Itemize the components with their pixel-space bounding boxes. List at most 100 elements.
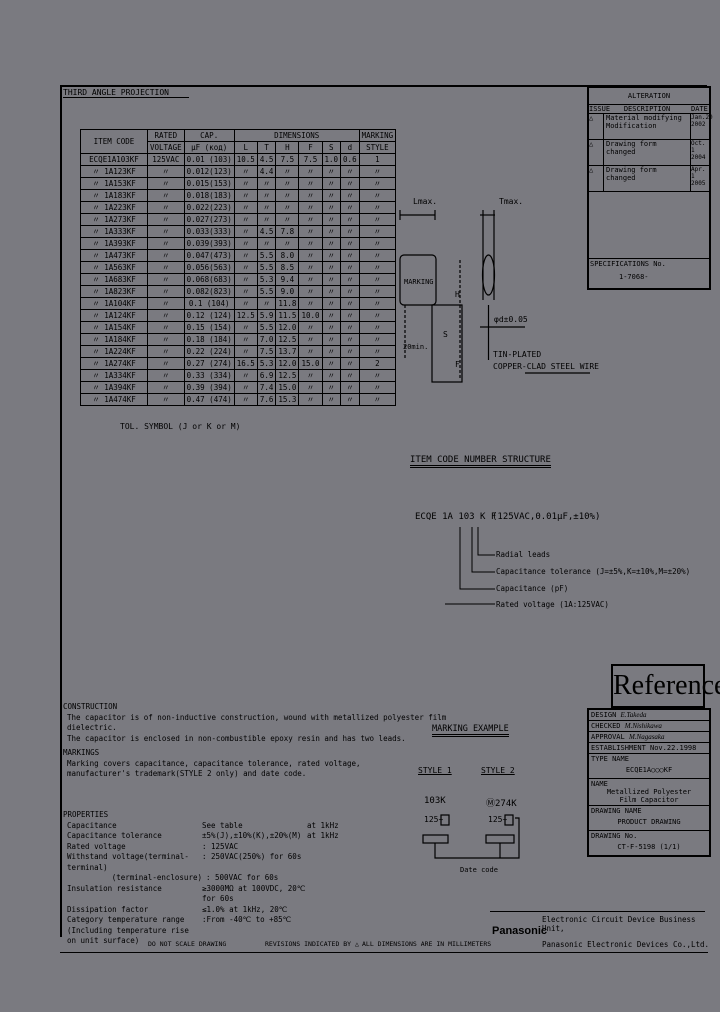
legend-tolerance: Capacitance tolerance (J=±5%,K=±10%,M=±2… xyxy=(496,567,691,576)
construction-line: The capacitor is of non-inductive constr… xyxy=(67,712,447,722)
table-cell: 〃 xyxy=(233,165,258,178)
table-cell: 〃 xyxy=(147,225,185,238)
style-1-label: STYLE 1 xyxy=(418,766,452,775)
table-cell: 〃 xyxy=(340,381,360,394)
table-cell: 〃 xyxy=(321,249,342,262)
table-cell: 〃 1A104KF xyxy=(80,297,148,310)
table-cell: 〃 xyxy=(340,261,360,274)
property-name: Capacitance tolerance xyxy=(67,831,162,840)
table-cell: 〃 xyxy=(256,189,277,202)
alteration-desc-2: Modification xyxy=(606,122,657,130)
table-cell: 〃 xyxy=(233,201,258,214)
property-name: Category temperature range xyxy=(67,915,185,924)
table-cell: 0.022(223) xyxy=(183,201,235,214)
table-cell: 〃 xyxy=(147,321,185,334)
col-dim: F xyxy=(298,141,323,154)
table-cell: 4.5 xyxy=(256,225,277,238)
structure-example: (125VAC,0.01μF,±10%) xyxy=(492,512,601,522)
table-cell: 〃 1A333KF xyxy=(80,225,148,238)
table-cell: 〃 xyxy=(275,237,300,250)
table-cell: 7.5 xyxy=(256,345,277,358)
table-cell: 0.047(473) xyxy=(183,249,235,262)
table-cell: 125VAC xyxy=(147,153,185,166)
marking-example-title: MARKING EXAMPLE xyxy=(432,724,509,737)
table-cell: 〃 xyxy=(321,165,342,178)
drawing-name-label: DRAWING NAME xyxy=(591,807,642,815)
table-cell: 〃 xyxy=(233,273,258,286)
property-row: Insulation resistance≥3000MΩ at 100VDC, … xyxy=(63,884,353,905)
table-cell: 〃 xyxy=(340,237,360,250)
table-cell: 12.5 xyxy=(275,333,300,346)
property-value: : 500VAC for 60s xyxy=(206,873,279,882)
table-cell: 〃 xyxy=(275,165,300,178)
table-cell: 〃 xyxy=(298,249,323,262)
col-date: DATE xyxy=(691,105,708,113)
col-dim: d xyxy=(340,141,360,154)
table-cell: 〃 xyxy=(321,285,342,298)
t-max-label: Tmax. xyxy=(499,197,524,206)
properties-title: PROPERTIES xyxy=(63,810,109,819)
table-cell: 0.1 (104) xyxy=(183,297,235,310)
checked-label: CHECKED xyxy=(591,722,621,730)
table-cell: 9.0 xyxy=(275,285,300,298)
table-cell: 0.033(333) xyxy=(183,225,235,238)
table-cell: 〃 xyxy=(298,189,323,202)
table-cell: 〃 1A474KF xyxy=(80,393,148,406)
reference-stamp: Reference xyxy=(611,664,720,708)
table-cell: 〃 xyxy=(298,321,323,334)
table-cell: 〃 1A223KF xyxy=(80,201,148,214)
l-max-label: Lmax. xyxy=(413,197,438,206)
table-cell: 〃 xyxy=(358,393,397,406)
min-label: 20min. xyxy=(403,343,429,351)
table-cell: 〃 xyxy=(340,165,360,178)
table-cell: 〃 xyxy=(275,201,300,214)
table-cell: 〃 1A394KF xyxy=(80,381,148,394)
drawing-no-label: DRAWING No. xyxy=(591,832,638,840)
table-cell: 5.5 xyxy=(256,321,277,334)
property-value: ±5%(J),±10%(K),±20%(M) xyxy=(202,831,302,840)
table-cell: 〃 xyxy=(233,297,258,310)
table-cell: 11.5 xyxy=(275,309,300,322)
table-cell: 〃 1A154KF xyxy=(80,321,148,334)
alteration-title: ALTERATION xyxy=(589,88,709,105)
footer-scale: DO NOT SCALE DRAWING xyxy=(148,940,227,948)
property-value: : 250VAC(250%) for 60s xyxy=(202,852,302,861)
table-cell: 〃 1A563KF xyxy=(80,261,148,274)
table-cell: 〃 xyxy=(321,273,342,286)
projection-label: THIRD ANGLE PROJECTION xyxy=(63,88,189,98)
table-cell: 〃 1A184KF xyxy=(80,333,148,346)
alteration-date: Jan.20 2002 xyxy=(690,114,713,139)
table-cell: ECQE1A103KF xyxy=(80,153,148,166)
table-cell: 9.4 xyxy=(275,273,300,286)
table-cell: 〃 xyxy=(298,201,323,214)
table-cell: 〃 xyxy=(256,177,277,190)
table-cell: 13.7 xyxy=(275,345,300,358)
table-cell: 〃 xyxy=(340,321,360,334)
table-cell: 12.5 xyxy=(233,309,258,322)
table-row: 〃 1A393KF〃0.039(393)〃〃〃〃〃〃〃 xyxy=(80,237,397,250)
table-cell: 〃 xyxy=(233,333,258,346)
table-cell: 〃 xyxy=(298,297,323,310)
table-cell: 〃 1A334KF xyxy=(80,369,148,382)
table-cell: 〃 1A473KF xyxy=(80,249,148,262)
table-cell: 〃 xyxy=(298,237,323,250)
table-cell: 〃 xyxy=(147,297,185,310)
table-cell: 10.5 xyxy=(233,153,258,166)
col-dim: L xyxy=(233,141,258,154)
style-2-voltage: 125~ xyxy=(488,815,508,824)
table-cell: 〃 xyxy=(233,381,258,394)
table-cell: 7.8 xyxy=(275,225,300,238)
company-line-1: Electronic Circuit Device Business Unit, xyxy=(542,915,696,933)
type-name-value: ECQE1A○○○KF xyxy=(625,766,673,774)
table-cell: 〃 xyxy=(233,345,258,358)
col-dim: H xyxy=(275,141,300,154)
property-name: Dissipation factor xyxy=(67,904,149,914)
